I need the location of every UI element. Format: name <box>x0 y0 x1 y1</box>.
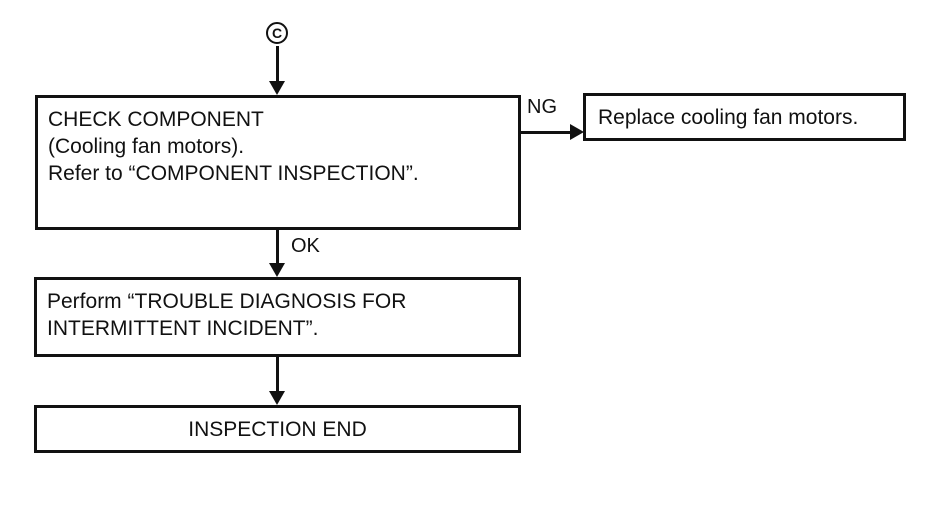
node-check-component-line2: (Cooling fan motors). <box>48 135 245 158</box>
connector-c-label: C <box>271 25 283 41</box>
arrowhead-down-icon <box>269 263 285 277</box>
arrow-line-to-end <box>276 357 279 391</box>
edge-label-ng: NG <box>527 96 557 118</box>
connector-c-badge: C <box>266 22 288 44</box>
arrowhead-down-icon <box>269 81 285 95</box>
node-check-component: CHECK COMPONENT (Cooling fan motors). Re… <box>35 95 521 230</box>
node-replace-fan-motors-text: Replace cooling fan motors. <box>598 105 859 129</box>
node-trouble-diagnosis-line2: INTERMITTENT INCIDENT”. <box>47 317 319 340</box>
node-trouble-diagnosis-line1: Perform “TROUBLE DIAGNOSIS FOR <box>47 290 407 313</box>
arrowhead-right-icon <box>570 124 584 140</box>
node-trouble-diagnosis: Perform “TROUBLE DIAGNOSIS FOR INTERMITT… <box>34 277 521 357</box>
node-check-component-line3: Refer to “COMPONENT INSPECTION”. <box>48 162 419 185</box>
arrow-line-ok <box>276 230 279 263</box>
arrow-line-c-to-check <box>276 46 279 81</box>
node-replace-fan-motors: Replace cooling fan motors. <box>583 93 906 141</box>
node-inspection-end: INSPECTION END <box>34 405 521 453</box>
arrow-line-ng <box>521 131 570 134</box>
node-inspection-end-text: INSPECTION END <box>188 417 367 441</box>
arrowhead-down-icon <box>269 391 285 405</box>
edge-label-ok: OK <box>291 235 320 257</box>
node-check-component-line1: CHECK COMPONENT <box>48 108 264 131</box>
